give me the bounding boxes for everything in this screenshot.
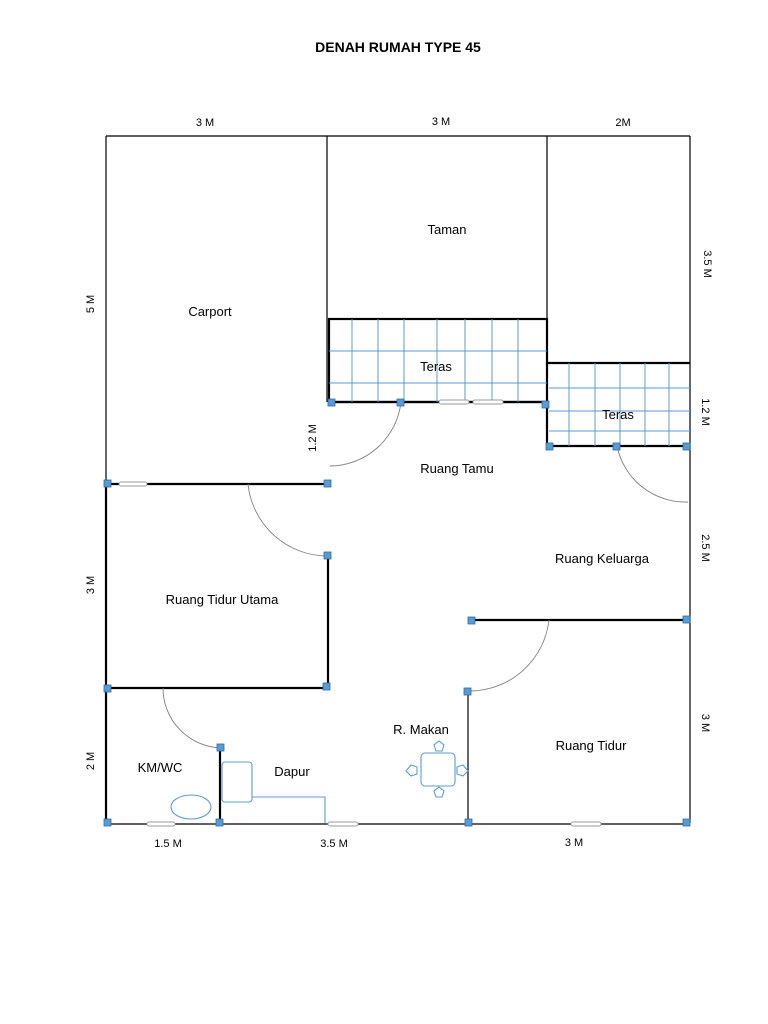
dim-right-3: 2.5 M	[699, 534, 711, 562]
door-swings	[162, 401, 689, 749]
room-ruang-tamu: Ruang Tamu	[420, 461, 493, 476]
dim-left-2: 3 M	[85, 576, 97, 594]
wall-joints	[103, 398, 691, 827]
room-ruang-tidur-utama: Ruang Tidur Utama	[166, 592, 279, 607]
dim-right-2: 1.2 M	[699, 398, 711, 426]
teras-tile-grid-2	[547, 361, 690, 446]
furniture	[170, 740, 469, 823]
room-labels: Carport Taman Teras Teras Ruang Tamu Rua…	[138, 222, 650, 779]
dim-bottom-2: 3.5 M	[320, 838, 348, 850]
plan-title: DENAH RUMAH TYPE 45	[315, 39, 481, 55]
room-teras-1: Teras	[420, 359, 452, 374]
dining-table-icon	[420, 752, 456, 787]
kitchen-counter	[221, 761, 253, 803]
kitchen-counter-outline	[252, 796, 326, 823]
room-km-wc: KM/WC	[138, 760, 183, 775]
dining-chair-top	[433, 740, 445, 752]
windows	[118, 399, 602, 827]
walls	[104, 135, 691, 825]
dim-right-1: 3.5 M	[701, 250, 713, 278]
dining-chair-bottom	[433, 786, 445, 798]
dim-left-1: 5 M	[85, 295, 97, 313]
room-ruang-tidur: Ruang Tidur	[556, 738, 627, 753]
room-dapur: Dapur	[274, 764, 310, 779]
room-carport: Carport	[188, 304, 232, 319]
dining-chair-left	[405, 764, 418, 777]
dimension-labels: 3 M 3 M 2M 1.5 M 3.5 M 3 M 5 M 3 M 2 M 3…	[85, 116, 713, 850]
room-taman: Taman	[427, 222, 466, 237]
dim-bottom-3: 3 M	[565, 837, 583, 849]
dim-right-4: 3 M	[699, 714, 711, 732]
room-teras-2: Teras	[602, 407, 634, 422]
toilet-icon	[170, 794, 212, 820]
dim-top-3: 2M	[615, 117, 630, 129]
dim-inner-1: 1.2 M	[307, 424, 319, 452]
dim-top-2: 3 M	[432, 116, 450, 128]
room-r-makan: R. Makan	[393, 722, 449, 737]
room-ruang-keluarga: Ruang Keluarga	[555, 551, 650, 566]
dim-top-1: 3 M	[196, 117, 214, 129]
dining-chair-right	[456, 764, 469, 777]
dim-left-3: 2 M	[85, 752, 97, 770]
dim-bottom-1: 1.5 M	[154, 838, 182, 850]
teras-tile-grid-1	[327, 317, 549, 404]
